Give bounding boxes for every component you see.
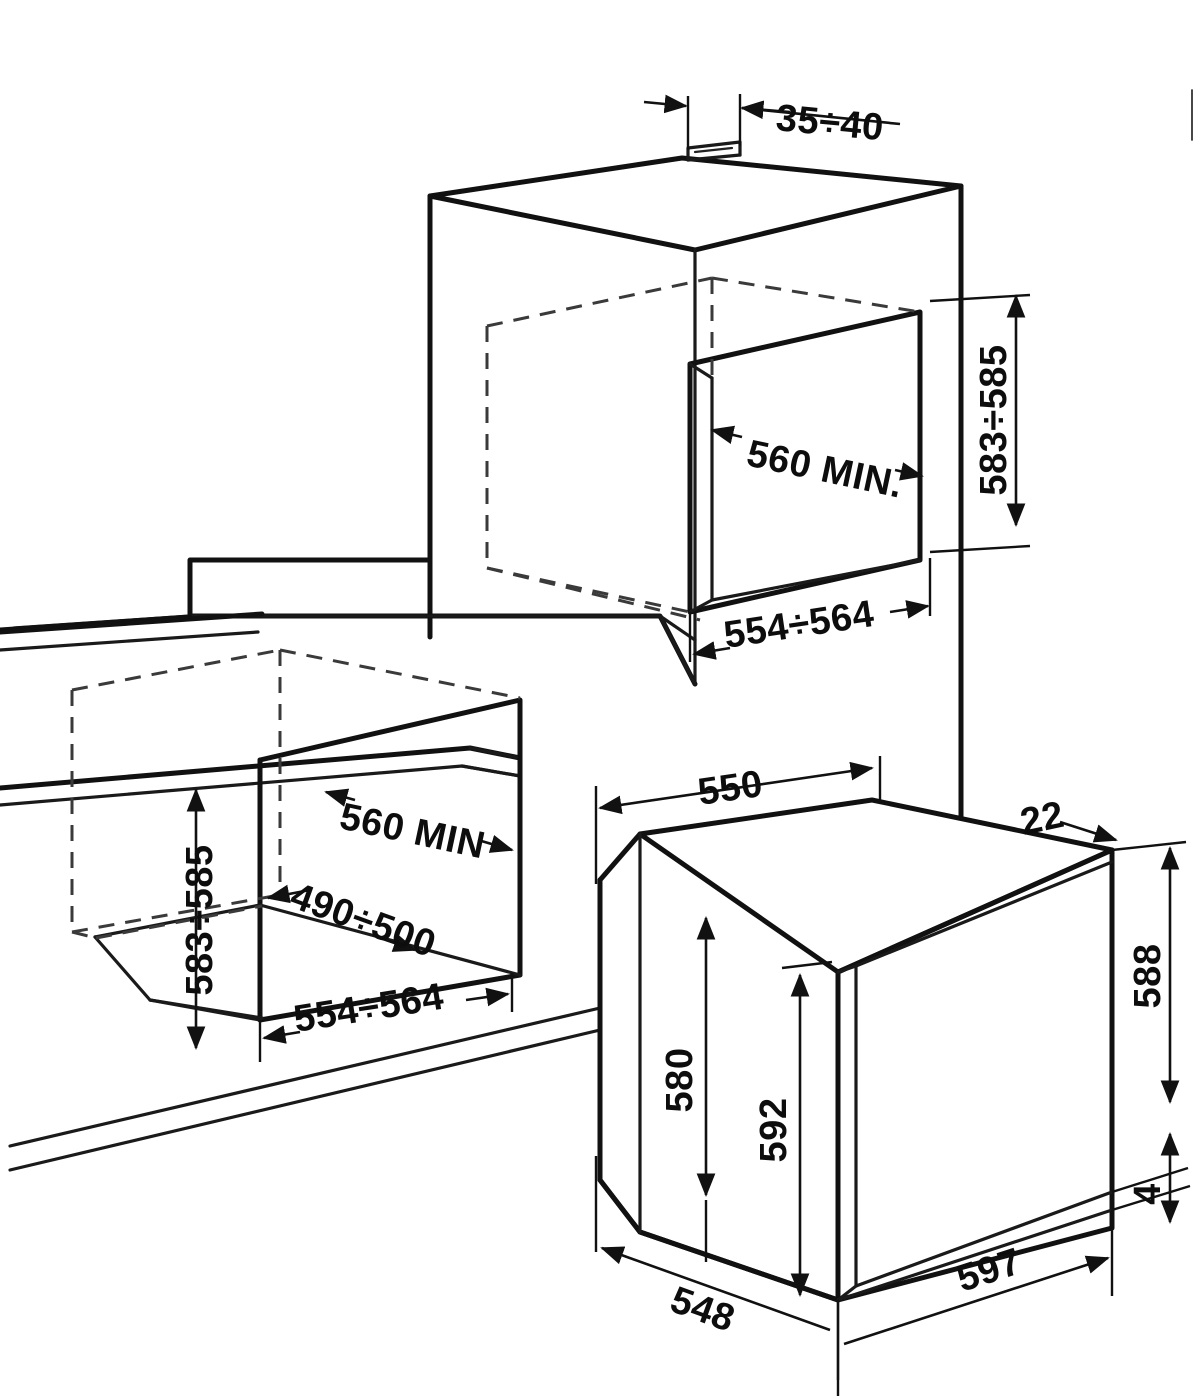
plinth-bottom-line (8, 1028, 602, 1172)
upper-cabinet-opening-floor (710, 558, 922, 602)
upper-cabinet-hidden-lines (485, 276, 921, 622)
dimension-label-front-height: 588 (1127, 944, 1169, 1009)
plinth-lines (8, 1006, 602, 1172)
lower-cabinet-opening-floor (258, 903, 522, 977)
lower-cabinet-view (0, 648, 523, 1023)
worktop-under-edge (0, 630, 260, 652)
dimension-foot-offset: 4 (1111, 1132, 1191, 1224)
oven-bottom-center-ticks (704, 1200, 840, 1396)
lower-cabinet-opening-floor-left (93, 935, 152, 1002)
worktop-top-edge (0, 611, 265, 635)
dimension-label-body-height: 580 (659, 1048, 701, 1113)
oven-top-left-chamfer (597, 831, 643, 883)
dimension-opening-height-bottom: 583÷585 (179, 788, 221, 1050)
dimension-body-height: 580 (659, 916, 716, 1197)
dimension-label-opening-height-top: 583÷585 (973, 344, 1015, 495)
upper-cabinet-top-notch (686, 140, 742, 162)
dimension-gap-top: 35÷40 (643, 94, 901, 150)
oven-door-bottom-reveal-edge (836, 1208, 1114, 1302)
dimension-door-thickness: 22 (1017, 794, 1118, 844)
oven-door-left-thickness-top (836, 964, 858, 974)
dimension-oven-depth-top: 550 (594, 756, 882, 884)
dimension-door-height: 592 (753, 960, 833, 1297)
upper-cabinet-opening-inner-lip-top (688, 362, 714, 380)
lower-cabinet-opening-floor-left-front (148, 998, 264, 1020)
oven-door-top-reveal (854, 860, 1114, 968)
dimension-label-opening-height-bottom: 583÷585 (179, 844, 221, 995)
worktop-lines (0, 611, 265, 652)
dimension-label-door-height: 592 (753, 1098, 795, 1163)
plinth-top-line (8, 1006, 602, 1148)
dimension-label-gap-top: 35÷40 (774, 97, 885, 149)
dimension-label-foot-offset: 4 (1127, 1183, 1169, 1205)
upper-cabinet-shelf-edge (658, 614, 697, 686)
dimension-body-width: 548 (594, 1156, 831, 1341)
oven-left-side-bottom-chamfer (597, 1177, 643, 1235)
upper-cabinet-view (0, 140, 964, 848)
dimension-label-door-thickness: 22 (1017, 794, 1068, 844)
dimension-label-oven-depth-top: 550 (695, 763, 765, 814)
upper-cabinet-opening-inner-lip-bottom (688, 598, 714, 614)
dimension-opening-height-top: 583÷585 (929, 293, 1031, 554)
lower-cabinet-hidden-lines (70, 648, 521, 940)
oven-door-bottom-reveal (854, 1190, 1114, 1288)
